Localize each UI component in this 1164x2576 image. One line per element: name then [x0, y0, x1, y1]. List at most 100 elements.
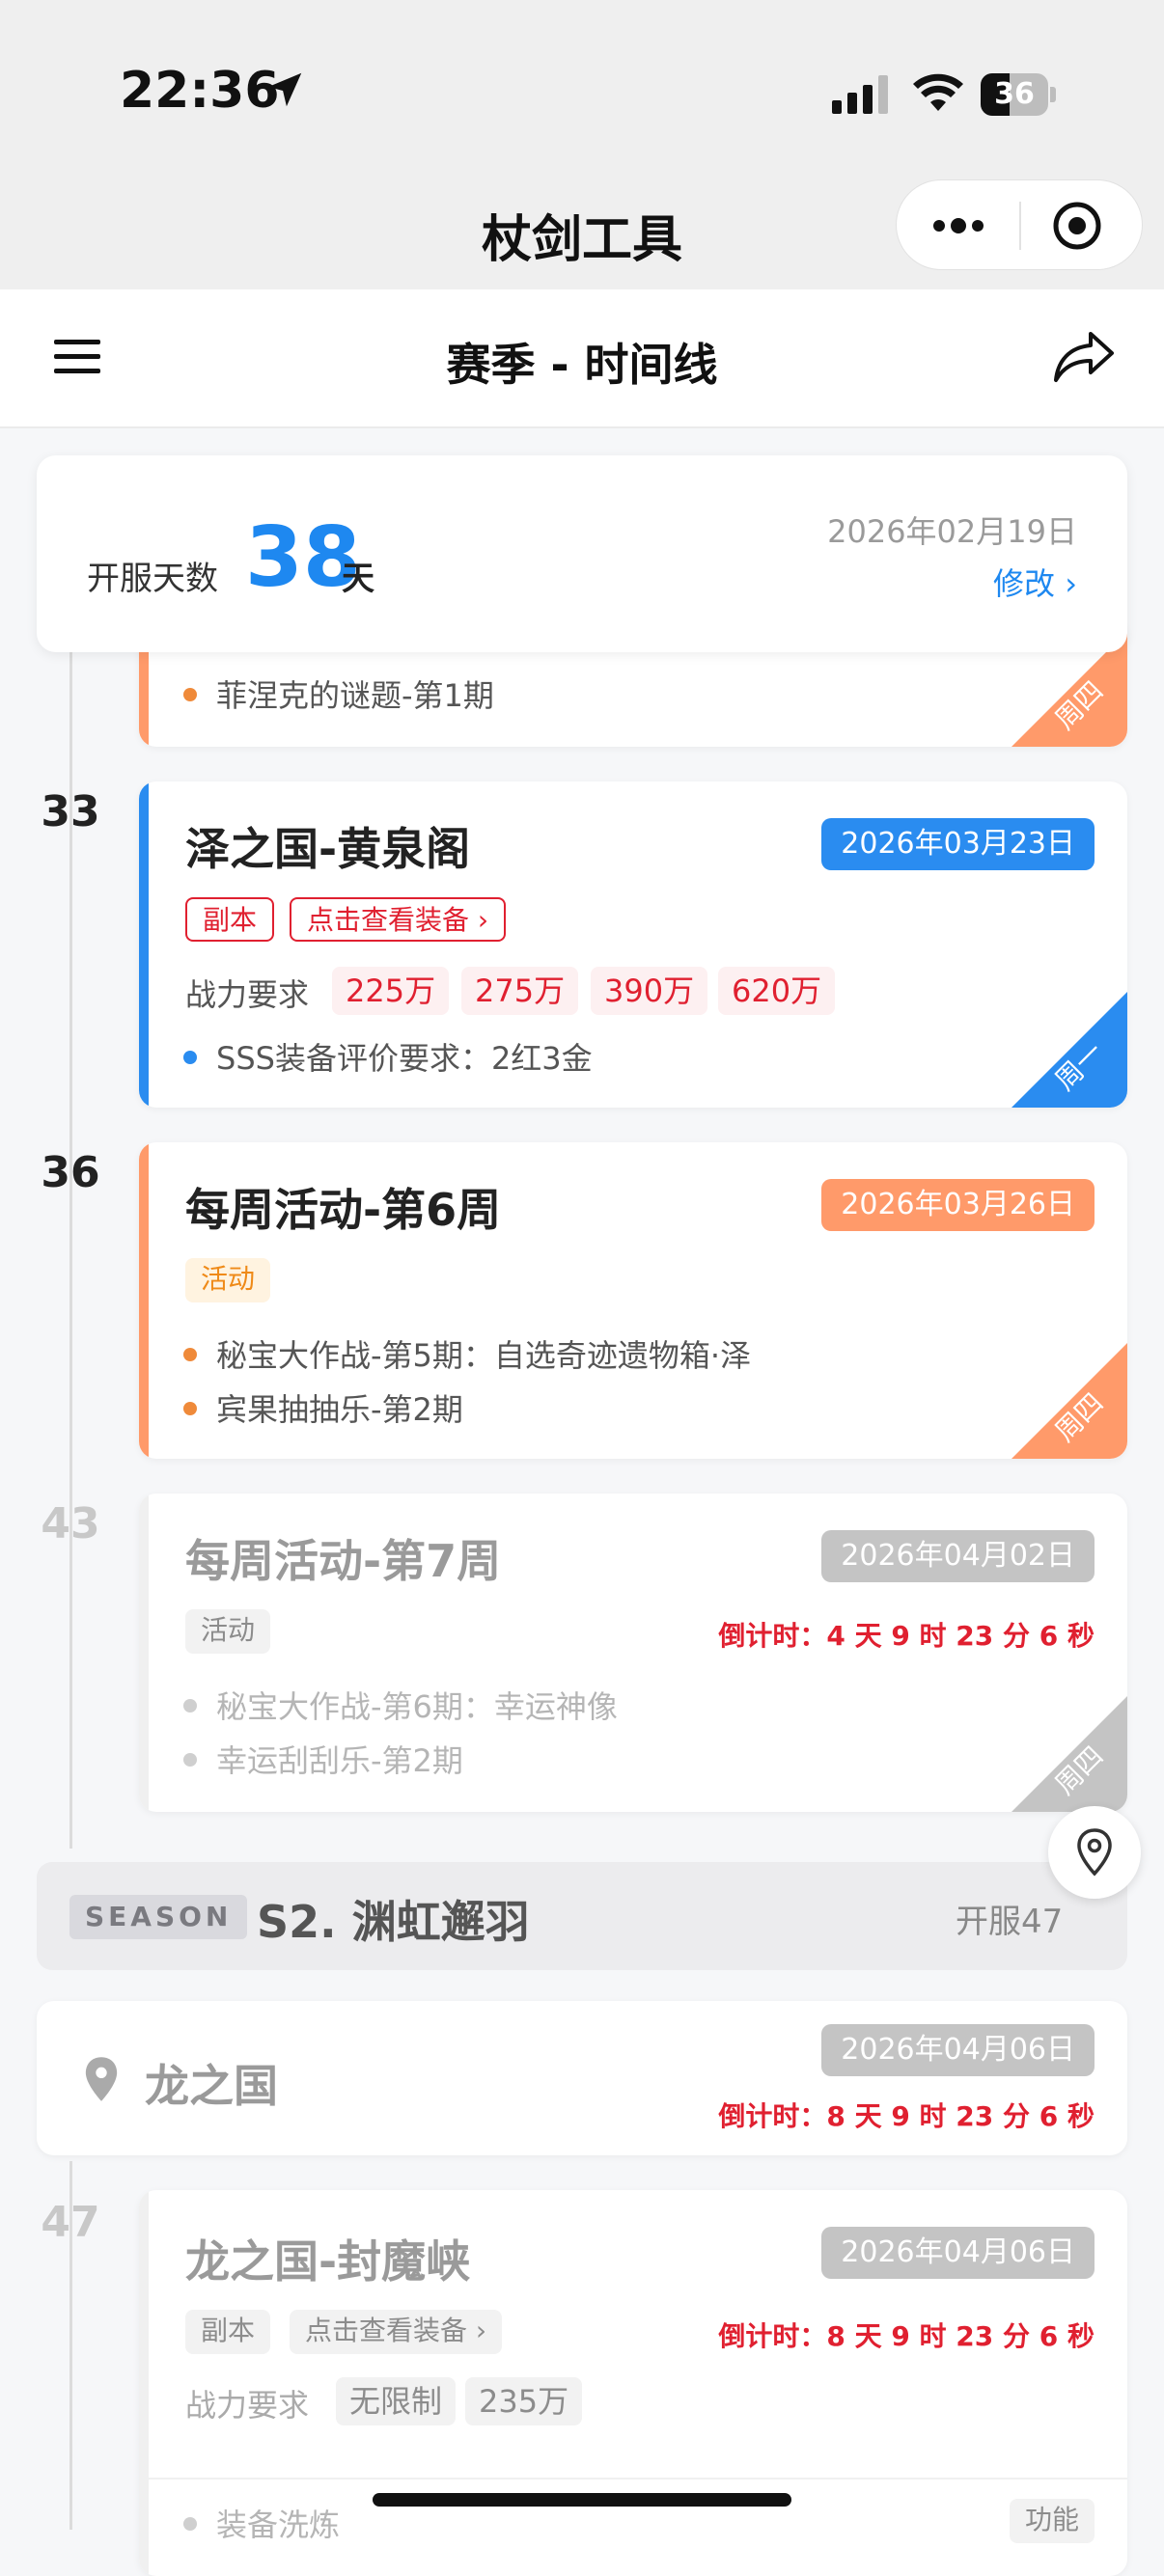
card-bullet: 装备洗炼 — [183, 2501, 340, 2545]
corner-ribbon — [1012, 992, 1127, 1108]
map-pin-icon — [1077, 1828, 1112, 1877]
weekday-corner: 周四 — [1012, 1696, 1127, 1812]
bullet-dot — [183, 688, 197, 701]
timeline-card[interactable]: 每周活动-第6周 2026年03月26日 活动 秘宝大作战-第5期：自选奇迹遗物… — [139, 1142, 1127, 1459]
date-badge: 2026年03月26日 — [821, 1179, 1095, 1231]
corner-ribbon — [1012, 1696, 1127, 1812]
timeline-card[interactable]: 龙之国-封魔峡 2026年04月06日 副本 点击查看装备 › 倒计时：8 天 … — [139, 2190, 1127, 2576]
wifi-icon — [913, 73, 963, 111]
battery-level: 36 — [994, 77, 1035, 111]
days-unit: 天 — [342, 560, 374, 598]
power-value: 620万 — [718, 967, 836, 1015]
location-card[interactable]: 龙之国 2026年04月06日 倒计时：8 天 9 时 23 分 6 秒 — [37, 2001, 1127, 2155]
countdown: 倒计时：4 天 9 时 23 分 6 秒 — [718, 1620, 1095, 1652]
tag-activity: 活动 — [185, 1258, 271, 1302]
season-name: S2. 渊虹邂羽 — [257, 1896, 530, 1948]
timeline-card[interactable]: 每周活动-第7周 2026年04月02日 活动 倒计时：4 天 9 时 23 分… — [139, 1494, 1127, 1812]
tag-activity: 活动 — [185, 1609, 271, 1654]
card-bullet: 菲涅克的谜题-第1期 — [183, 671, 494, 716]
more-icon[interactable] — [929, 209, 987, 242]
countdown: 倒计时：8 天 9 时 23 分 6 秒 — [718, 2100, 1095, 2132]
timeline-day: 43 — [41, 1499, 100, 1548]
days-label: 开服天数 — [87, 560, 218, 598]
menu-icon[interactable] — [52, 336, 102, 378]
close-miniprogram-icon[interactable] — [1051, 200, 1103, 252]
countdown: 倒计时：8 天 9 时 23 分 6 秒 — [718, 2320, 1095, 2352]
date-badge: 2026年04月02日 — [821, 1530, 1095, 1582]
chevron-right-icon: › — [477, 904, 489, 936]
view-equipment-label: 点击查看装备 — [307, 904, 470, 936]
tag-dungeon: 副本 — [185, 2310, 271, 2354]
card-accent — [139, 1494, 149, 1812]
location-arrow-icon — [267, 72, 302, 107]
timeline-card[interactable]: 泽之国-黄泉阁 2026年03月23日 副本 点击查看装备 › 战力要求 225… — [139, 781, 1127, 1108]
miniprogram-capsule — [896, 179, 1143, 270]
cellular-signal-icon — [832, 75, 888, 114]
bullet-text: 幸运刮刮乐-第2期 — [216, 1742, 463, 1779]
bullet-text: 菲涅克的谜题-第1期 — [216, 677, 494, 714]
view-equipment-label: 点击查看装备 — [305, 2315, 468, 2346]
home-indicator[interactable] — [373, 2493, 791, 2507]
power-value: 235万 — [465, 2377, 583, 2425]
bullet-text: 宾果抽抽乐-第2期 — [216, 1391, 463, 1428]
season-tag: SEASON — [69, 1895, 248, 1939]
modify-link[interactable]: 修改 › — [993, 560, 1077, 604]
timeline-day: 47 — [41, 2198, 100, 2247]
power-value: 无限制 — [336, 2377, 457, 2425]
card-accent — [139, 1142, 149, 1459]
season-days: 开服47 — [956, 1903, 1064, 1941]
card-bullet: 秘宝大作战-第6期：幸运神像 — [183, 1683, 618, 1727]
power-value: 225万 — [332, 967, 450, 1015]
nav-bar — [0, 289, 1164, 428]
card-title: 龙之国-封魔峡 — [185, 2235, 471, 2288]
power-label: 战力要求 — [185, 976, 310, 1013]
card-accent — [139, 781, 149, 1108]
location-name: 龙之国 — [145, 2060, 278, 2112]
season-banner: SEASON S2. 渊虹邂羽 开服47 — [37, 1862, 1127, 1970]
bullet-text: SSS装备评价要求：2红3金 — [216, 1040, 593, 1077]
view-equipment-button[interactable]: 点击查看装备 › — [290, 897, 507, 942]
locate-button[interactable] — [1048, 1806, 1141, 1899]
weekday-corner: 周四 — [1012, 1343, 1127, 1459]
bullet-dot — [183, 1051, 197, 1064]
card-accent — [139, 2190, 149, 2576]
timeline-line — [69, 652, 72, 1849]
card-bullet: 幸运刮刮乐-第2期 — [183, 1737, 463, 1781]
view-equipment-button[interactable]: 点击查看装备 › — [290, 2310, 503, 2354]
share-icon[interactable] — [1052, 328, 1116, 384]
map-pin-icon — [85, 2057, 118, 2101]
chevron-right-icon: › — [1065, 565, 1077, 602]
app-title: 杖剑工具 — [481, 211, 682, 269]
date-badge: 2026年04月06日 — [821, 2227, 1095, 2279]
server-open-date: 2026年02月19日 — [827, 513, 1077, 550]
page-title: 赛季 - 时间线 — [446, 339, 718, 391]
card-divider — [139, 2478, 1127, 2480]
weekday-corner: 周一 — [1012, 992, 1127, 1108]
bullet-dot — [183, 1402, 197, 1415]
bullet-text: 秘宝大作战-第6期：幸运神像 — [216, 1688, 618, 1725]
power-label: 战力要求 — [185, 2387, 310, 2424]
card-bullet: 宾果抽抽乐-第2期 — [183, 1385, 463, 1430]
card-title: 每周活动-第6周 — [185, 1184, 502, 1236]
modify-label: 修改 — [993, 565, 1056, 602]
card-bullet: SSS装备评价要求：2红3金 — [183, 1034, 593, 1079]
server-days-card: 开服天数 38 天 2026年02月19日 修改 › — [37, 455, 1127, 652]
tag-dungeon: 副本 — [185, 897, 275, 942]
battery-icon: 36 — [981, 73, 1058, 116]
power-value: 275万 — [461, 967, 579, 1015]
bullet-dot — [183, 1348, 197, 1361]
bullet-dot — [183, 2517, 197, 2531]
card-bullet: 秘宝大作战-第5期：自选奇迹遗物箱·泽 — [183, 1331, 751, 1376]
bullet-dot — [183, 1753, 197, 1767]
chevron-right-icon: › — [475, 2315, 487, 2346]
days-value: 38 — [245, 509, 361, 606]
status-time: 22:36 — [120, 62, 280, 120]
function-tag: 功能 — [1009, 2499, 1095, 2543]
corner-ribbon — [1012, 1343, 1127, 1459]
bullet-dot — [183, 1699, 197, 1713]
card-title: 每周活动-第7周 — [185, 1535, 502, 1587]
card-title: 泽之国-黄泉阁 — [185, 823, 471, 875]
timeline-day: 33 — [41, 787, 100, 836]
timeline-line — [69, 2161, 72, 2530]
capsule-divider — [1019, 202, 1021, 250]
